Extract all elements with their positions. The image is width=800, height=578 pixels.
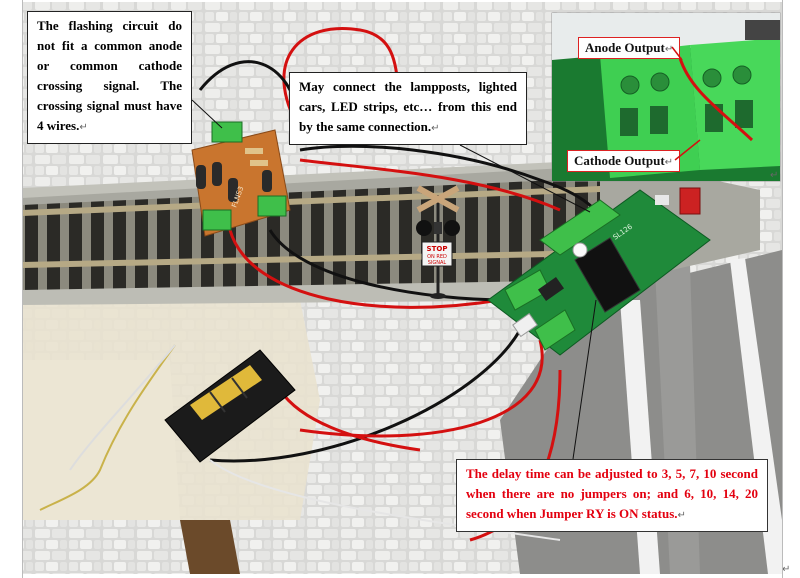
anode-output-label: Anode Output↵ xyxy=(578,37,681,59)
sign-signal: SIGNAL xyxy=(428,260,447,266)
anode-output-text: Anode Output xyxy=(585,40,665,55)
sign-stop: STOP xyxy=(427,245,448,253)
anode-endmark: ↵ xyxy=(664,44,674,55)
crossing-note-endmark: ↵ xyxy=(79,122,88,133)
delay-note-callout: The delay time can be adjusted to 3, 5, … xyxy=(456,459,768,532)
crossing-note-text: The flashing circuit do not fit a common… xyxy=(37,18,182,133)
cathode-endmark: ↵ xyxy=(664,157,674,168)
crossing-note-callout: The flashing circuit do not fit a common… xyxy=(27,11,192,144)
connection-note-callout: May connect the lampposts, lighted cars,… xyxy=(289,72,527,145)
connection-note-text: May connect the lampposts, lighted cars,… xyxy=(299,79,517,134)
connection-note-endmark: ↵ xyxy=(431,123,440,134)
left-border xyxy=(22,0,23,578)
page-endmark: ↵ xyxy=(782,564,791,575)
inset-endmark: ↵ xyxy=(770,170,779,181)
delay-note-endmark: ↵ xyxy=(677,510,686,521)
delay-note-text: The delay time can be adjusted to 3, 5, … xyxy=(466,466,758,521)
cathode-output-text: Cathode Output xyxy=(574,153,665,168)
sign-on-red: ON RED xyxy=(427,254,447,260)
right-border xyxy=(782,0,783,578)
cathode-output-label: Cathode Output↵ xyxy=(567,150,681,172)
